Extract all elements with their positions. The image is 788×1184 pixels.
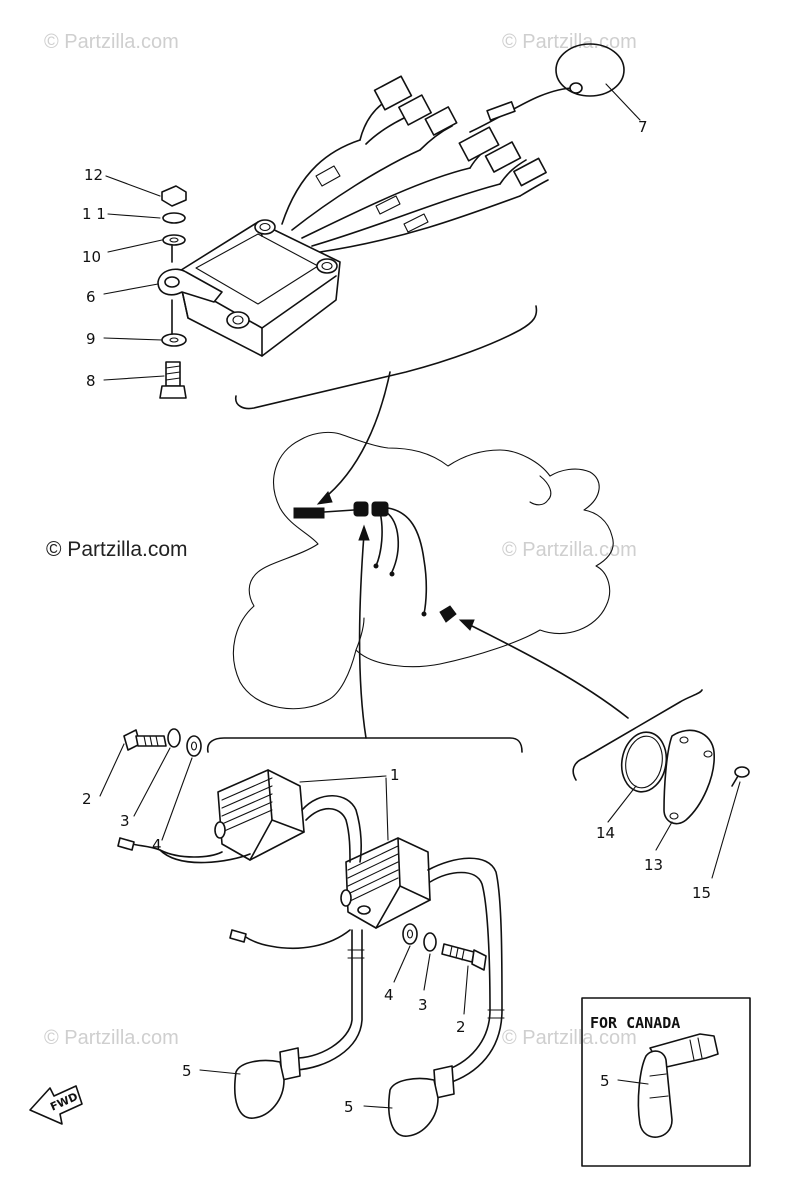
washer-9 <box>161 333 187 347</box>
bolt-2-left <box>123 729 167 751</box>
callout-4-right: 4 <box>384 986 394 1004</box>
callout-5-left: 5 <box>182 1062 192 1080</box>
washer-4-right <box>402 923 418 945</box>
watermark-bottom-right: © Partzilla.com <box>502 1027 637 1049</box>
plug-cap-right <box>388 1065 455 1137</box>
callouts-top: 12 1 1 10 6 9 8 7 <box>82 83 648 390</box>
watermark-top-right: © Partzilla.com <box>502 31 637 53</box>
callout-5-canada: 5 <box>600 1072 610 1090</box>
watermark-bottom-left: © Partzilla.com <box>44 1027 179 1049</box>
callout-4-left: 4 <box>152 836 162 854</box>
forward-arrow: FWD <box>29 1085 83 1125</box>
cover-13 <box>663 729 715 825</box>
cover-group: 14 13 15 <box>572 689 750 902</box>
callout-5-right: 5 <box>344 1098 354 1116</box>
callout-1: 1 <box>390 766 400 784</box>
nut-12 <box>161 185 187 207</box>
callout-2-right: 2 <box>456 1018 466 1036</box>
watermark-top-left: © Partzilla.com <box>44 31 179 53</box>
mounting-hardware-stack <box>159 185 187 399</box>
callout-13: 13 <box>644 856 663 874</box>
callout-6: 6 <box>86 288 96 306</box>
o-ring-14 <box>620 731 668 793</box>
callout-9: 9 <box>86 330 96 348</box>
callout-2-left: 2 <box>82 790 92 808</box>
callouts-bottom: 2 3 4 1 4 3 2 5 5 <box>82 743 469 1116</box>
cdi-unit <box>157 219 341 357</box>
plug-cap-left <box>234 1047 301 1119</box>
cover-group-bracket <box>572 689 703 781</box>
coil-hardware-left <box>123 728 202 757</box>
canada-inset: FOR CANADA 5 <box>581 997 751 1167</box>
connector-b <box>353 501 369 517</box>
callout-15: 15 <box>692 884 711 902</box>
lock-washer-3-left <box>167 728 181 748</box>
craft-outline <box>232 431 614 710</box>
cdi-group-bracket <box>234 305 538 410</box>
callout-8: 8 <box>86 372 96 390</box>
coil-group-bracket <box>206 737 523 753</box>
callout-7: 7 <box>638 118 648 136</box>
callout-11: 1 1 <box>82 205 106 223</box>
lock-washer-3-right <box>423 932 437 952</box>
screw-15 <box>731 766 750 787</box>
washer-4-left <box>186 735 202 757</box>
callout-12: 12 <box>84 166 103 184</box>
craft-wiring <box>293 371 629 739</box>
connector-a <box>293 507 325 519</box>
bolt-8 <box>159 361 187 399</box>
watermark-middle-left: © Partzilla.com <box>46 538 188 561</box>
plug-cap-canada <box>637 1033 719 1138</box>
ignition-coil-lower <box>229 837 431 950</box>
canada-inset-title: FOR CANADA <box>590 1014 680 1032</box>
cdi-wire-harness <box>281 43 625 253</box>
lock-washer-11 <box>162 212 186 224</box>
washer-10 <box>162 234 186 246</box>
coil-hardware-right <box>402 923 487 971</box>
bolt-2-right <box>441 943 487 971</box>
callout-3-right: 3 <box>418 996 428 1014</box>
watermark-middle-right: © Partzilla.com <box>502 539 637 561</box>
ignition-coil-upper <box>117 769 305 864</box>
callout-10: 10 <box>82 248 101 266</box>
callout-14: 14 <box>596 824 615 842</box>
callout-3-left: 3 <box>120 812 130 830</box>
